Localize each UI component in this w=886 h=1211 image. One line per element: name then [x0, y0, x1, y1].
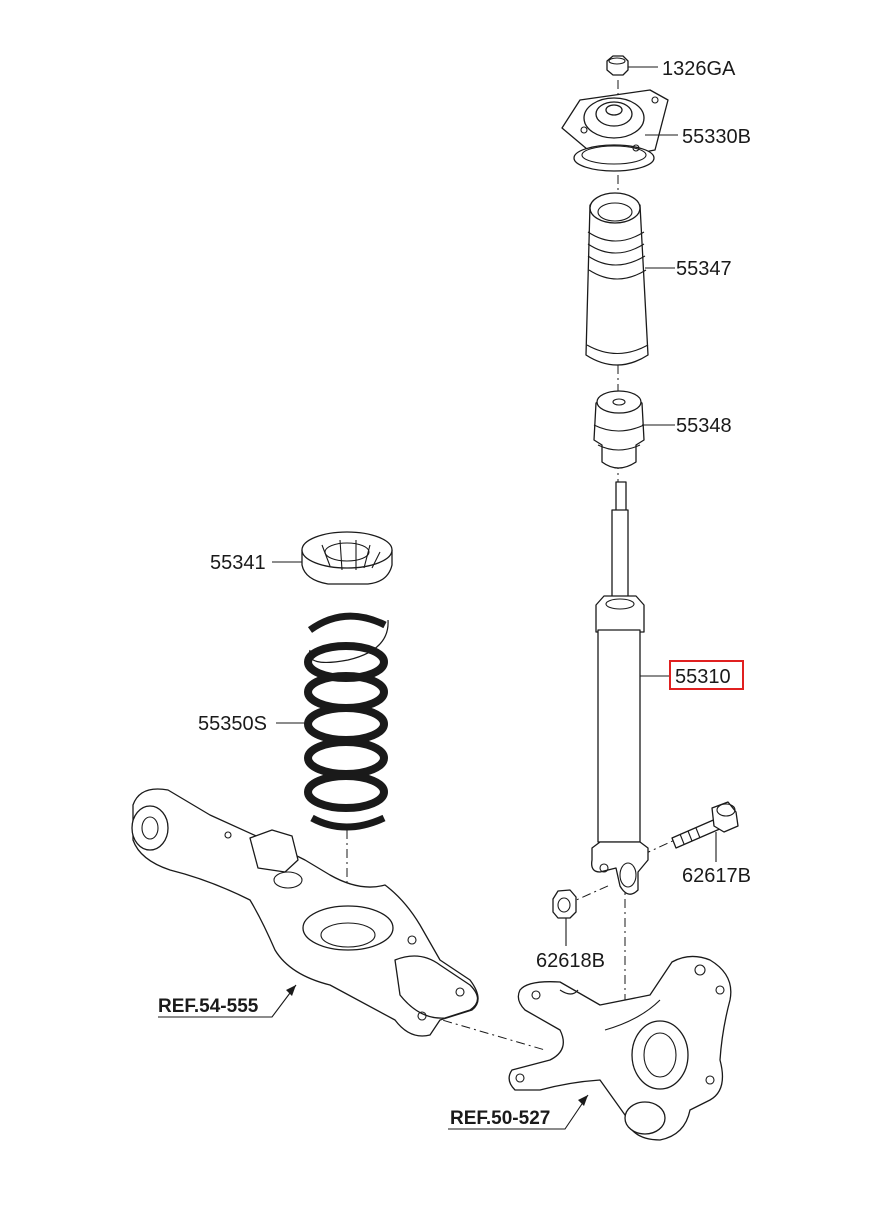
leader-ref-50-527 — [448, 1094, 589, 1130]
arrow-ref-54-555-icon — [286, 985, 296, 996]
arrow-ref-50-527-icon — [578, 1095, 588, 1106]
label-1326ga[interactable]: 1326GA — [662, 58, 736, 80]
coil-spring-drawing — [304, 612, 389, 831]
lower-arm-drawing — [131, 788, 479, 1037]
knuckle-drawing — [508, 955, 732, 1141]
bolt-drawing — [671, 801, 739, 849]
label-55310[interactable]: 55310 — [675, 666, 731, 688]
strut-mount-drawing — [561, 89, 669, 172]
label-ref-50-527[interactable]: REF.50-527 — [450, 1108, 550, 1129]
arm-knuckle-axis-line — [424, 1014, 546, 1051]
label-55348[interactable]: 55348 — [676, 415, 732, 437]
label-55350s[interactable]: 55350S — [198, 713, 267, 735]
label-62617b[interactable]: 62617B — [682, 865, 751, 887]
highlight-box-55310 — [669, 660, 744, 690]
dust-cover-drawing — [585, 192, 649, 366]
label-55341[interactable]: 55341 — [210, 552, 266, 574]
lower-nut-drawing — [552, 889, 577, 919]
spring-pad-drawing — [301, 531, 393, 585]
bump-stopper-drawing — [593, 390, 645, 469]
label-ref-54-555[interactable]: REF.54-555 — [158, 996, 259, 1017]
top-nut-drawing — [606, 55, 629, 76]
label-55330b[interactable]: 55330B — [682, 126, 751, 148]
leader-ref-54-555 — [158, 984, 297, 1018]
label-62618b[interactable]: 62618B — [536, 950, 605, 972]
label-55347[interactable]: 55347 — [676, 258, 732, 280]
shock-absorber-drawing — [591, 481, 649, 895]
